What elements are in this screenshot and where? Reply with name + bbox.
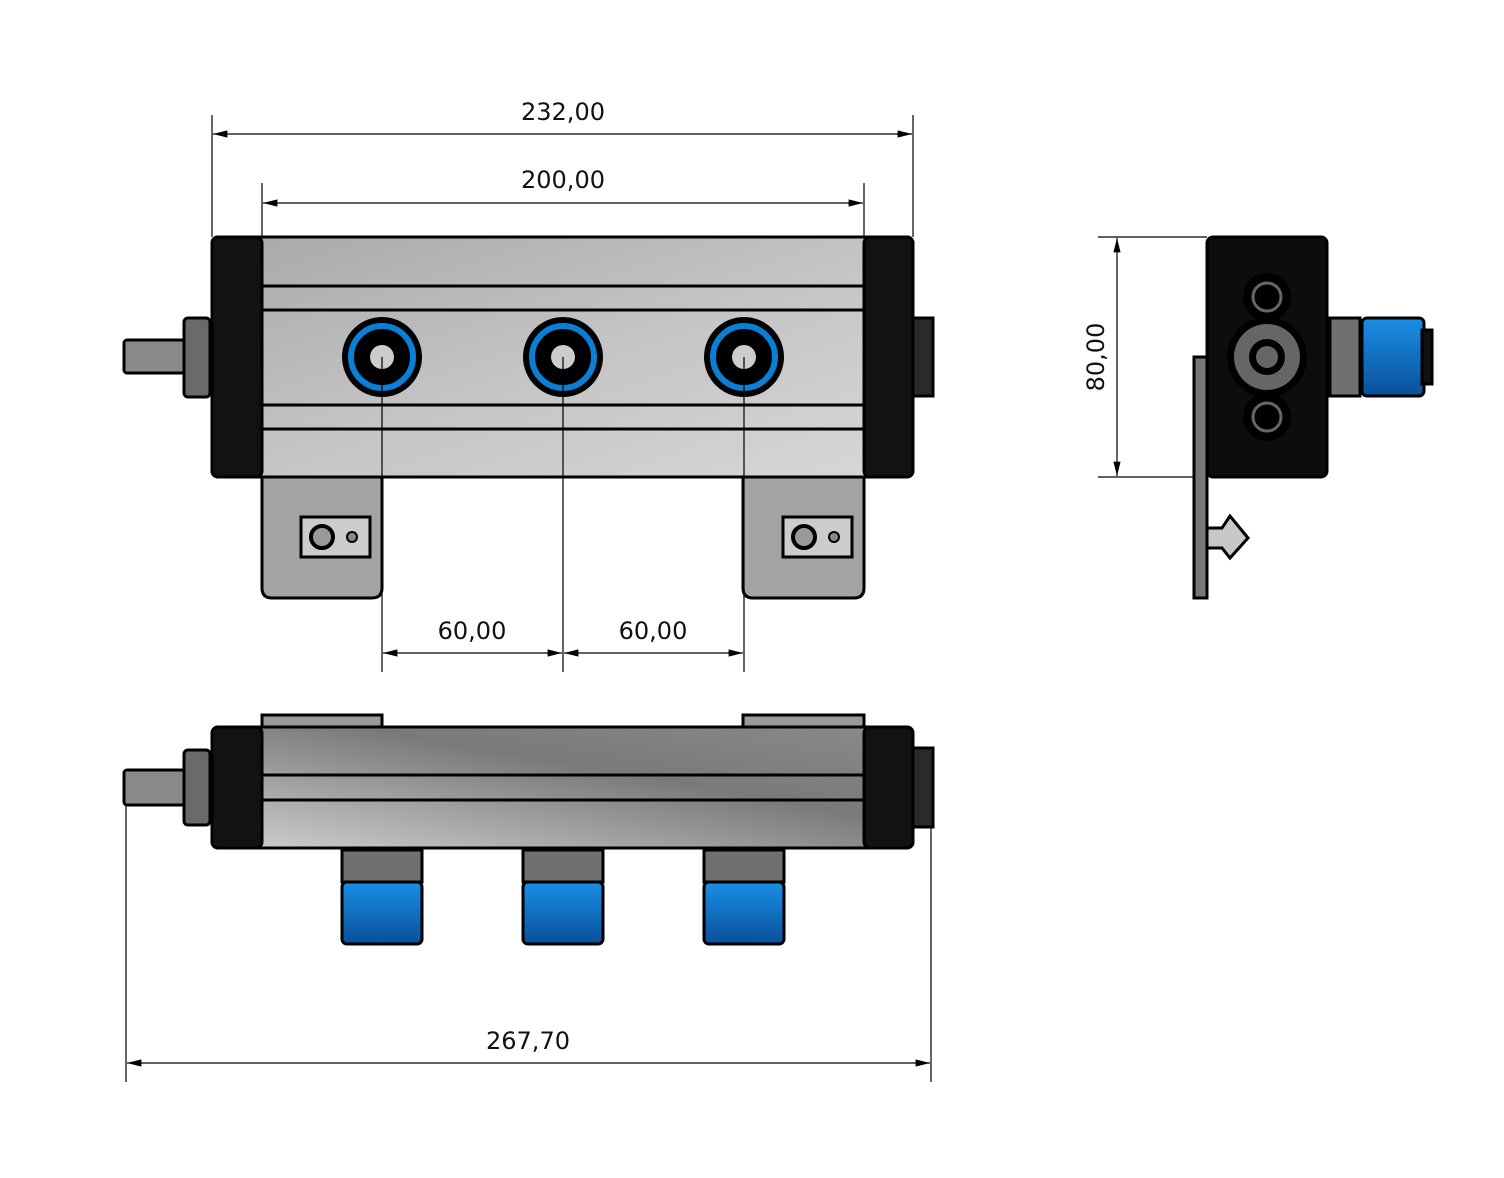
dimension-overall-width — [211, 115, 914, 237]
coupling-2 — [521, 848, 605, 946]
label-port-pitch-left: 60,00 — [438, 617, 507, 645]
side-view — [1192, 235, 1434, 600]
label-total-length: 267,70 — [486, 1027, 570, 1055]
dimension-height — [1098, 236, 1207, 478]
label-height: 80,00 — [1082, 323, 1110, 392]
label-overall-width: 232,00 — [521, 98, 605, 126]
end-cap-left — [210, 235, 264, 479]
stub-right — [911, 316, 935, 398]
label-profile-length: 200,00 — [521, 166, 605, 194]
label-port-pitch-right: 60,00 — [619, 617, 688, 645]
dimension-port-pitch — [381, 357, 745, 672]
bracket-left — [260, 468, 384, 600]
bracket-right — [741, 468, 866, 600]
bottom-view — [122, 713, 935, 946]
coupling-1 — [340, 848, 424, 946]
coupling-3 — [702, 848, 786, 946]
dimension-profile-length — [261, 183, 865, 237]
plug-nipple-left — [122, 316, 212, 399]
front-view — [122, 235, 935, 600]
end-cap-right — [862, 235, 915, 479]
dimension-total-length — [125, 805, 932, 1082]
